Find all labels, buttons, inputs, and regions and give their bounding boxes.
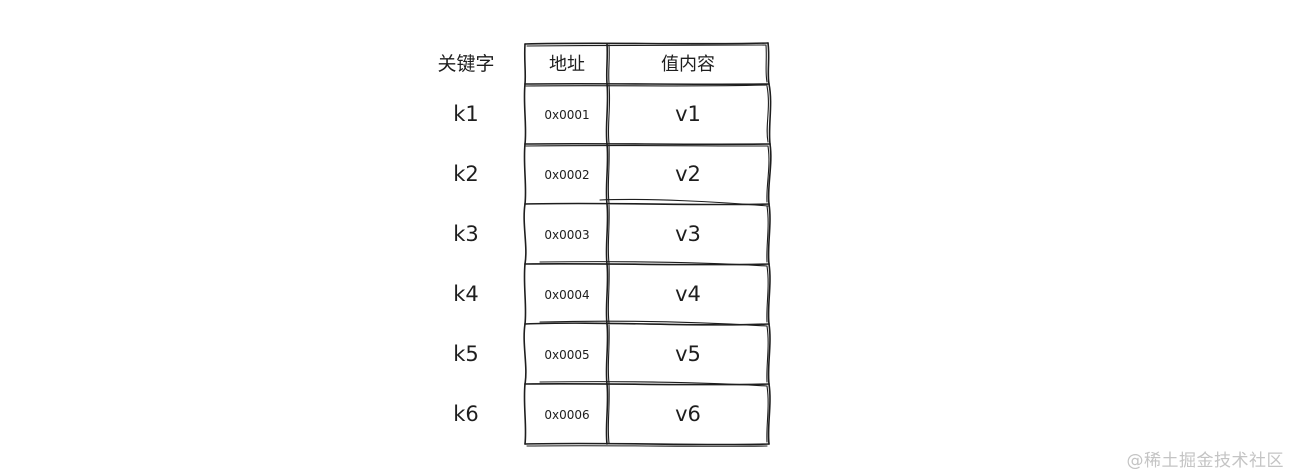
row-2-outline xyxy=(523,143,772,207)
row-address: 0x0003 xyxy=(544,228,590,242)
value-column-header: 值内容 xyxy=(661,54,715,75)
row-value: v5 xyxy=(675,342,701,366)
row-address: 0x0001 xyxy=(544,108,590,122)
row-value: v4 xyxy=(675,282,701,306)
row-value: v3 xyxy=(675,222,701,246)
row-4-outline xyxy=(523,263,771,327)
row-key: k1 xyxy=(453,102,479,126)
row-5-outline xyxy=(523,323,771,387)
row-key: k6 xyxy=(453,402,479,426)
row-address: 0x0002 xyxy=(544,168,590,182)
row-value: v2 xyxy=(675,162,701,186)
row-address: 0x0006 xyxy=(544,408,590,422)
row-key: k3 xyxy=(453,222,479,246)
row-1-outline xyxy=(523,82,772,146)
row-key: k4 xyxy=(453,282,479,306)
row-address: 0x0005 xyxy=(544,348,590,362)
row-key: k5 xyxy=(453,342,479,366)
address-column-header: 地址 xyxy=(549,54,585,75)
row-value: v6 xyxy=(675,402,701,426)
key-column-header: 关键字 xyxy=(437,53,495,75)
row-6-outline xyxy=(523,383,771,447)
row-3-outline xyxy=(523,203,771,267)
watermark-text: @稀土掘金技术社区 xyxy=(1126,451,1284,471)
row-value: v1 xyxy=(675,102,701,126)
header-row-outline xyxy=(523,42,770,85)
row-address: 0x0004 xyxy=(544,288,590,302)
row-key: k2 xyxy=(453,162,479,186)
